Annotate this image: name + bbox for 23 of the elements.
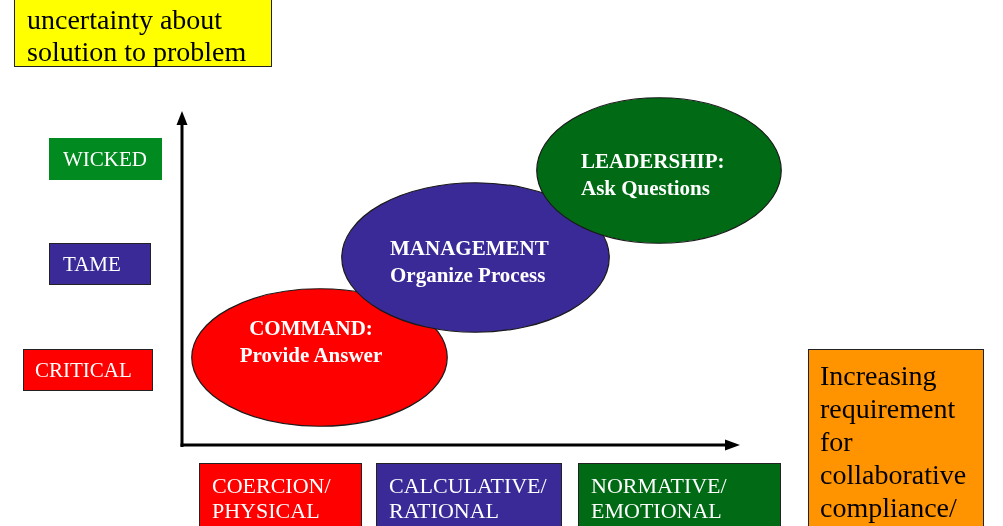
note-text: uncertainty about solution to problem	[27, 4, 248, 68]
category-label: CRITICAL	[35, 358, 132, 382]
category-label: CALCULATIVE/ RATIONAL	[389, 473, 548, 523]
category-box	[376, 463, 562, 526]
oval-heading: LEADERSHIP:	[581, 148, 725, 175]
oval-node	[191, 288, 448, 427]
oval-heading: COMMAND:	[249, 315, 373, 342]
oval-subtitle: Organize Process	[390, 261, 546, 288]
note-box	[808, 349, 984, 526]
category-box	[49, 243, 151, 285]
note-box	[14, 0, 272, 67]
category-label: NORMATIVE/ EMOTIONAL	[591, 473, 728, 523]
category-box	[23, 349, 153, 391]
note-text: Increasing requirement for collaborative compliance/	[820, 359, 968, 524]
oval-subtitle: Ask Questions	[581, 174, 710, 201]
category-label: TAME	[63, 252, 121, 276]
oval-subtitle: Provide Answer	[239, 341, 383, 368]
category-box	[578, 463, 781, 526]
oval-heading: MANAGEMENT	[390, 235, 549, 262]
category-label: COERCION/ PHYSICAL	[212, 473, 332, 523]
category-label: WICKED	[63, 147, 147, 171]
category-box	[49, 138, 162, 180]
category-box	[199, 463, 362, 526]
